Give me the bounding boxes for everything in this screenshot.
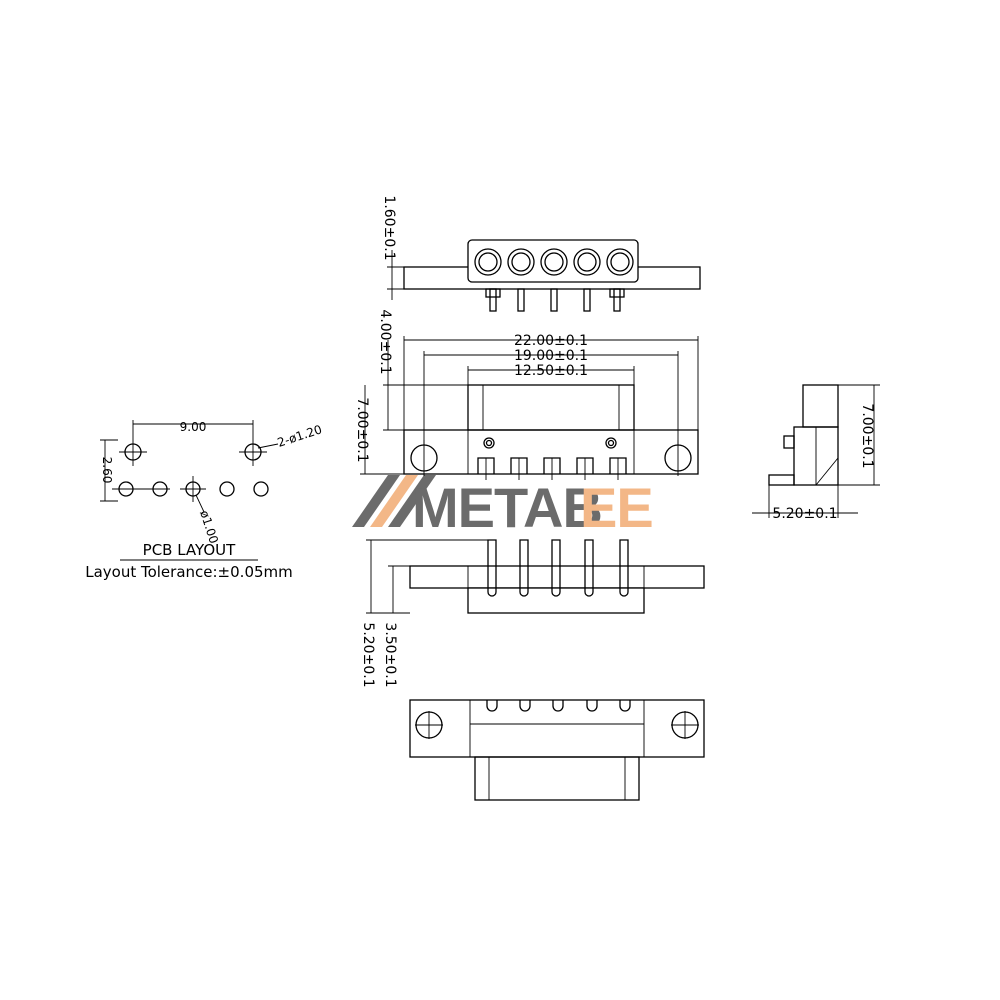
pcb-layout-tolerance: Layout Tolerance:±0.05mm [85,563,293,581]
watermark-stripes [352,475,436,527]
top-view-pins [485,288,625,312]
side-view-foot [768,474,795,486]
pcb-layout-title: PCB LAYOUT [143,541,237,559]
pcb-pin-hole-5 [253,481,269,497]
front-view-pins [477,457,627,480]
side-view-latch [783,435,795,449]
rear-view-flange [409,699,705,758]
pcb-dim-height: 2.60 [100,457,114,484]
rear-view-pin-slots [486,700,631,712]
pcb-mount-hole-right [239,438,267,466]
front-view-dim-total-height: 7.00±0.1 [354,397,370,462]
pcb-mount-hole-left [119,438,147,466]
top-view-contacts [474,248,634,276]
bottom-view-flange [409,565,705,589]
watermark-text-dark: METAB [412,476,602,539]
top-view: 1.60±0.1 [381,195,701,312]
front-view-mount-hole-left [410,440,438,476]
side-view-top [802,384,839,428]
watermark-text-accent: EE [580,476,653,539]
rear-view [409,699,705,801]
front-view-dim-overall: 22.00±0.1 [514,333,588,349]
side-view: 7.00±0.1 5.20±0.1 [752,384,880,522]
front-view-dim-upper: 4.00±0.1 [377,309,393,374]
pcb-layout: 9.00 2.60 2-ø1.20 ø1.00 PCB LAYOUT Layou… [85,420,324,581]
pcb-dim-width: 9.00 [180,420,207,434]
bottom-view-dim-pin: 3.50±0.1 [382,622,398,687]
front-view-rivet-right [605,437,617,449]
front-view-mount-hole-right [664,440,692,476]
top-view-dim-height: 1.60±0.1 [381,195,397,260]
top-view-body [467,239,639,283]
bottom-view: 5.20±0.1 3.50±0.1 [360,539,705,688]
front-view-dim-holes: 19.00±0.1 [514,348,588,364]
front-view: 22.00±0.1 19.00±0.1 12.50±0.1 4.00±0.1 7… [354,309,699,480]
pcb-dim-pin-hole: ø1.00 [197,509,221,546]
watermark: METAB EE [352,475,654,539]
front-view-dim-body: 12.50±0.1 [514,363,588,379]
bottom-view-dim-total: 5.20±0.1 [360,622,376,687]
pcb-dim-mount-hole: 2-ø1.20 [276,422,324,450]
pcb-pin-hole-4 [219,481,235,497]
side-view-dim-height: 7.00±0.1 [859,403,875,468]
front-view-rivet-left [483,437,495,449]
front-view-body-top [467,384,635,431]
rear-view-mount-hole-left [415,711,443,739]
bottom-view-pins [472,539,640,597]
rear-view-mount-hole-right [671,711,699,739]
rear-view-body [474,756,640,801]
side-view-dim-depth: 5.20±0.1 [772,506,837,522]
bottom-view-body [467,587,645,614]
front-view-flange [403,429,699,475]
